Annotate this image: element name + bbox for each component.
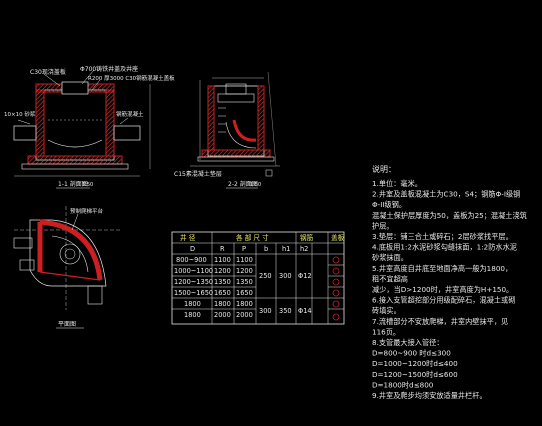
svg-text:1200: 1200 [236, 267, 253, 275]
svg-text:1350: 1350 [236, 278, 253, 286]
table-header-dimensions: 各 部 尺 寸 [236, 233, 269, 242]
note-line: 减少，当D>1200时，井室高度为H+150。 [372, 285, 513, 294]
note-line: 2.井室及盖板混凝土为C30，S4；钢筋Φ-I级钢 [372, 190, 520, 199]
note-line: 8.支管最大接入管径： [372, 338, 444, 347]
svg-text:1800: 1800 [184, 311, 201, 319]
notes-block: 说明： 1.单位：毫米。 2.井室及盖板混凝土为C30，S4；钢筋Φ-I级钢 Φ-… [372, 164, 527, 400]
table-row: 1500~1650 1650 1650 [174, 289, 253, 297]
label-cover-slab: R200 厚3000 C30钢筋混凝土盖板 [88, 74, 175, 82]
svg-text:1100: 1100 [236, 256, 253, 264]
subheader-h1: h1 [282, 245, 290, 253]
notes-title: 说明： [372, 164, 396, 174]
side-title: 2-2 剖面图 [228, 180, 258, 188]
subheader-b: b [264, 245, 268, 253]
dimension-table: 井 径 各 部 尺 寸 钢筋 盖板 D R P b h1 h2 800~900 … [171, 231, 345, 325]
note-line: D=1000~1200时d≤400 [372, 359, 458, 368]
plan-title: 平面图 [58, 321, 76, 328]
svg-text:2000: 2000 [214, 311, 231, 319]
note-line: 3.垫层：铺三合土或碎石；2层砂浆找平层。 [372, 232, 513, 241]
note-line: 5.井室高度自井底至地面净高一般为1800， [372, 264, 512, 273]
note-line: 4.底板用1:2水泥砂浆勾缝抹面，1:2防水水泥 [372, 243, 517, 252]
note-line: 砖填实。 [372, 306, 401, 315]
note-line: Φ-II级钢。 [372, 200, 406, 209]
label-right-concrete: 钢筋混凝土 [116, 110, 144, 118]
note-line: 9.井室及爬步均须安放适量井栏杆。 [372, 391, 487, 400]
table-row: 1800 1800 1800 [184, 300, 253, 308]
svg-text:1800: 1800 [184, 300, 201, 308]
table-row: 1200~1350 1350 1350 [174, 278, 253, 286]
svg-text:1650: 1650 [214, 289, 231, 297]
note-line: 护层。 [372, 221, 394, 230]
note-line: D=1200~1500时d≤600 [372, 370, 458, 379]
label-manhole-grate: Φ700铸铁井盖及井座 [80, 65, 138, 73]
subheader-P: P [242, 245, 246, 253]
note-line: 混凝土保护层厚度为50，盖板为25；混凝土浇筑 [372, 211, 527, 220]
note-line: 6.接入支管超挖部分用级配碎石，混凝土或砌 [372, 296, 515, 305]
section-view-2-2: C15素混凝土垫层 2-2 剖面图 1:50 [174, 71, 280, 189]
svg-text:800~900: 800~900 [176, 256, 207, 264]
note-line: 租不宜超高 [372, 274, 408, 283]
subheader-h2: h2 [300, 245, 308, 253]
merged-rebar-top: Φ12 [298, 272, 312, 280]
note-line: D=1800时d≤800 [372, 380, 434, 389]
label-ladder-platform: 预制爬梯平台 [70, 207, 104, 215]
cover-symbols [332, 256, 340, 321]
svg-text:1800: 1800 [236, 300, 253, 308]
section-title: 1-1 剖面图 [58, 180, 88, 188]
svg-text:2000: 2000 [236, 311, 253, 319]
label-concrete-cover: C30现浇盖板 [30, 68, 66, 76]
label-c15-bedding: C15素混凝土垫层 [174, 170, 222, 178]
note-line: 砂浆抹面。 [372, 253, 408, 262]
merged-rebar-bot: Φ14 [298, 307, 312, 315]
svg-text:1100: 1100 [214, 256, 231, 264]
note-line: 116页。 [372, 327, 400, 336]
svg-text:1800: 1800 [214, 300, 231, 308]
label-left-mortar: 10×10 砂浆 [4, 110, 36, 118]
table-row: 1000~1100 1200 1200 [174, 267, 253, 275]
table-header-rebar: 钢筋 [300, 233, 314, 242]
table-row: 800~900 1100 1100 [176, 256, 253, 264]
svg-text:1200: 1200 [214, 267, 231, 275]
merged-b-bot: 300 [259, 307, 272, 315]
subheader-R: R [220, 245, 225, 253]
merged-h1-bot: 350 [279, 307, 292, 315]
side-scale: 1:50 [250, 182, 261, 188]
table-header-cover: 盖板 [331, 233, 345, 242]
note-line: D=800~900 时d≤300 [372, 349, 451, 358]
svg-text:1350: 1350 [214, 278, 231, 286]
merged-h1-top: 300 [279, 272, 292, 280]
subheader-D: D [190, 245, 195, 253]
svg-text:1000~1100: 1000~1100 [174, 267, 213, 275]
table-row: 1800 2000 2000 [184, 311, 253, 319]
section-scale: 1:50 [82, 182, 93, 188]
svg-text:1650: 1650 [236, 289, 253, 297]
table-header-diameter: 井 径 [180, 233, 196, 242]
section-view-1-1: C30现浇盖板 Φ700铸铁井盖及井座 R200 厚3000 C30钢筋混凝土盖… [4, 65, 175, 189]
merged-b-top: 250 [259, 272, 272, 280]
svg-text:1200~1350: 1200~1350 [174, 278, 213, 286]
note-line: 1.单位：毫米。 [372, 179, 422, 188]
plan-view: 预制爬梯平台 平面图 [13, 206, 120, 329]
note-line: 7.流槽部分不安放爬梯，井室内壁抹平，见 [372, 317, 508, 326]
svg-text:1500~1650: 1500~1650 [174, 289, 213, 297]
